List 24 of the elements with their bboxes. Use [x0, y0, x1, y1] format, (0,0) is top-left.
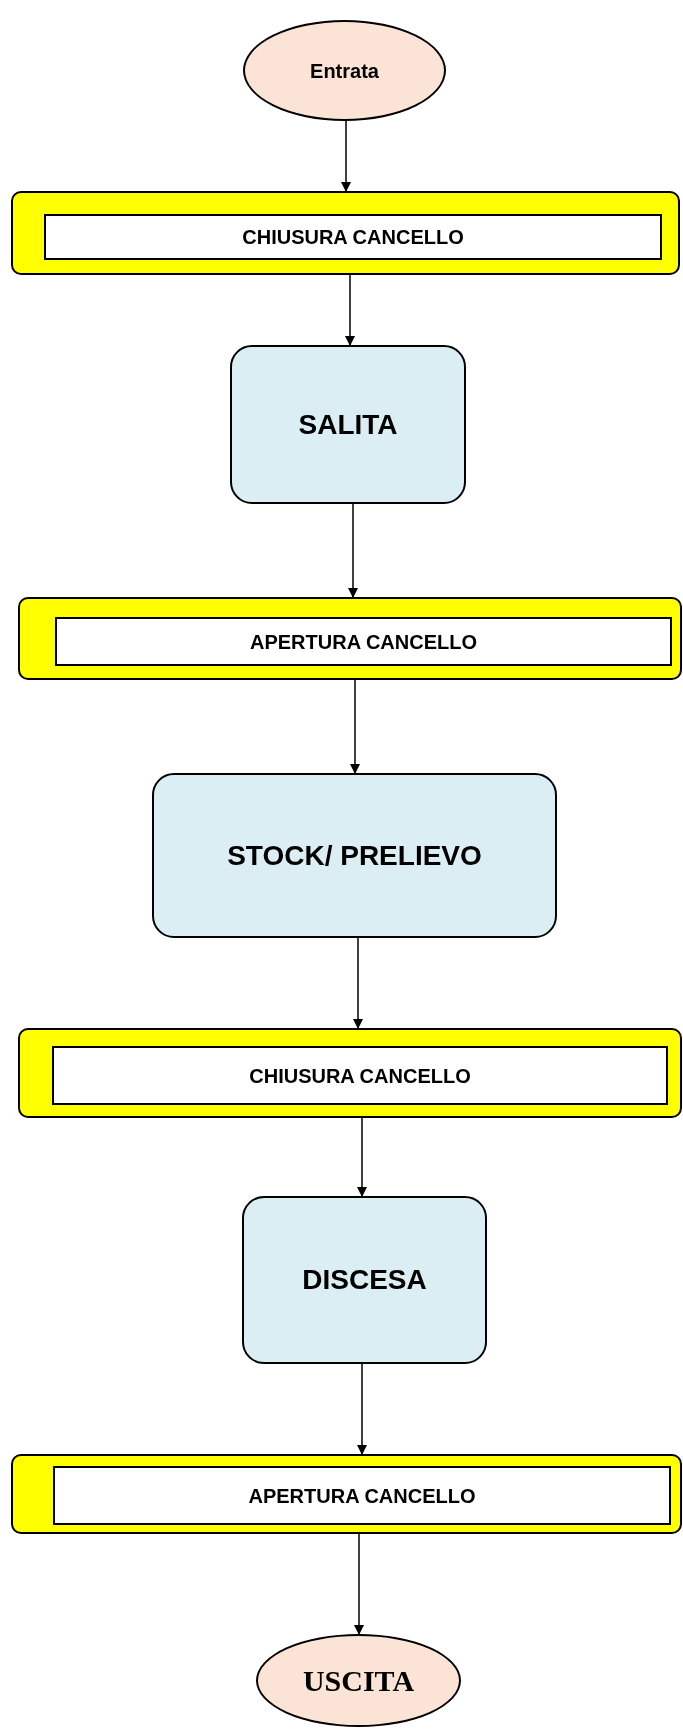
arrow	[353, 937, 363, 1029]
process-box	[230, 345, 466, 504]
process-box	[242, 1196, 487, 1364]
arrow	[354, 1533, 364, 1635]
arrow	[341, 120, 351, 192]
node-label: DISCESA	[302, 1263, 427, 1297]
arrow	[345, 274, 355, 346]
node-label: CHIUSURA CANCELLO	[242, 225, 464, 250]
node-label: APERTURA CANCELLO	[250, 629, 477, 655]
arrow	[348, 503, 358, 598]
arrow	[357, 1117, 367, 1197]
arrow	[357, 1363, 367, 1455]
gate-band	[11, 191, 680, 275]
node-label: SALITA	[298, 407, 398, 442]
node-label: USCITA	[302, 1663, 415, 1699]
gate-band	[11, 1454, 682, 1534]
process-box	[152, 773, 557, 938]
arrow	[350, 679, 360, 774]
node-label: STOCK/ PRELIEVO	[227, 838, 482, 873]
gate-band	[18, 1028, 682, 1118]
node-label: APERTURA CANCELLO	[248, 1483, 476, 1509]
node-label: Entrata	[310, 58, 379, 84]
node-label: CHIUSURA CANCELLO	[249, 1063, 471, 1089]
gate-band	[18, 597, 682, 680]
